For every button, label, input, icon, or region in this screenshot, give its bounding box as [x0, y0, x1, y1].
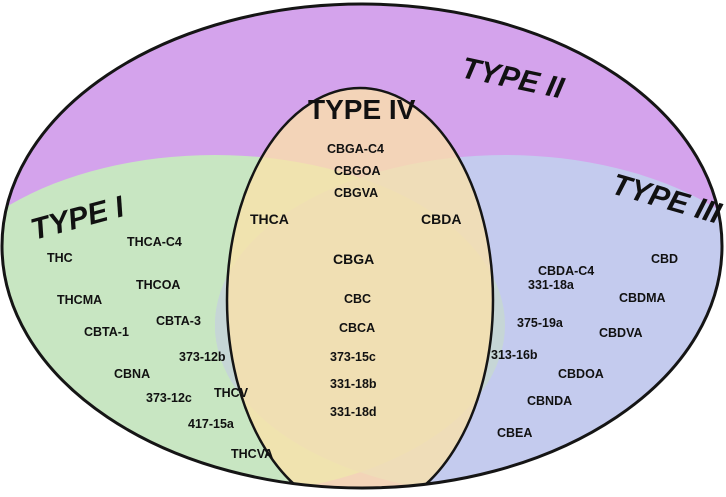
type4-region — [227, 88, 493, 488]
type4-item: CBGVA — [334, 186, 378, 200]
overlap-type3-type4-label: CBDA — [421, 211, 461, 227]
type4-label: TYPE IV — [308, 94, 416, 125]
type3-item: 331-18a — [528, 278, 575, 292]
type1-item: THCMA — [57, 293, 102, 307]
type1-item: CBTA-1 — [84, 325, 129, 339]
type1-item: THCA-C4 — [127, 235, 182, 249]
center-label: CBGA — [333, 251, 374, 267]
type4-item: CBGOA — [334, 164, 381, 178]
type4-item: 331-18b — [330, 377, 377, 391]
type4-item: 373-15c — [330, 350, 376, 364]
type3-item: CBDOA — [558, 367, 604, 381]
type4-outline — [225, 86, 495, 488]
type1-item: THCV — [214, 386, 249, 400]
type3-item: 313-16b — [491, 348, 538, 362]
type3-item: 375-19a — [517, 316, 564, 330]
type3-item: CBDA-C4 — [538, 264, 594, 278]
type1-item: CBTA-3 — [156, 314, 201, 328]
type4-item: CBC — [344, 292, 371, 306]
type1-item: 373-12c — [146, 391, 192, 405]
type1-item: 373-12b — [179, 350, 226, 364]
type1-item: 417-15a — [188, 417, 235, 431]
type1-item: THC — [47, 251, 73, 265]
type3-item: CBD — [651, 252, 678, 266]
type1-item: CBNA — [114, 367, 150, 381]
type3-item: CBNDA — [527, 394, 572, 408]
outer-outline — [0, 2, 724, 490]
type1-item: THCVA — [231, 447, 273, 461]
type4-item: CBGA-C4 — [327, 142, 384, 156]
type3-item: CBDVA — [599, 326, 643, 340]
type3-item: CBEA — [497, 426, 532, 440]
type4-item: 331-18d — [330, 405, 377, 419]
type4-item: CBCA — [339, 321, 375, 335]
type1-item: THCOA — [136, 278, 180, 292]
type3-item: CBDMA — [619, 291, 666, 305]
overlap-type1-type4-label: THCA — [250, 211, 289, 227]
